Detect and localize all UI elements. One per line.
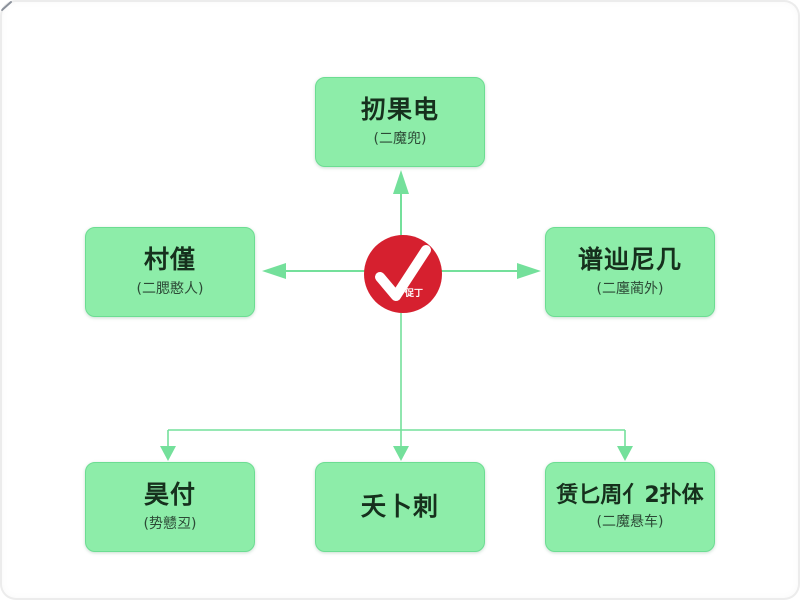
- checkmark-icon: [375, 245, 431, 301]
- arrow-branch-down: [160, 311, 633, 461]
- node-bottom-left: 昊付 (势戆丒): [85, 462, 255, 552]
- node-top: 扨果电 (二魔兜): [315, 77, 485, 167]
- node-left-subtitle: (二腮憨人): [136, 280, 204, 297]
- node-right: 谱辿尼几 (二廛蔺外): [545, 227, 715, 317]
- node-left: 村僅 (二腮憨人): [85, 227, 255, 317]
- node-bottom-middle-title: 夭卜刺: [360, 491, 439, 521]
- badge-circle: [364, 235, 442, 313]
- node-top-title: 扨果电: [360, 95, 439, 125]
- node-bottom-right-subtitle: (二魔悬车): [596, 514, 664, 531]
- arrow-up: [393, 170, 409, 237]
- node-bottom-middle: 夭卜刺: [315, 462, 485, 552]
- node-bottom-left-subtitle: (势戆丒): [143, 515, 197, 532]
- arrow-left: [262, 263, 370, 279]
- center-badge: 促丁: [364, 235, 442, 313]
- node-bottom-left-title: 昊付: [143, 480, 196, 510]
- node-right-subtitle: (二廛蔺外): [596, 280, 664, 297]
- corner-squiggle-mark: [0, 0, 12, 11]
- node-bottom-right-title: 赁匕周亻2扑体: [556, 482, 704, 508]
- badge-label: 促丁: [404, 287, 423, 299]
- arrow-right: [437, 263, 541, 279]
- node-right-title: 谱辿尼几: [577, 245, 682, 275]
- node-top-subtitle: (二魔兜): [373, 130, 427, 147]
- node-bottom-right: 赁匕周亻2扑体 (二魔悬车): [545, 462, 715, 552]
- node-left-title: 村僅: [143, 245, 196, 275]
